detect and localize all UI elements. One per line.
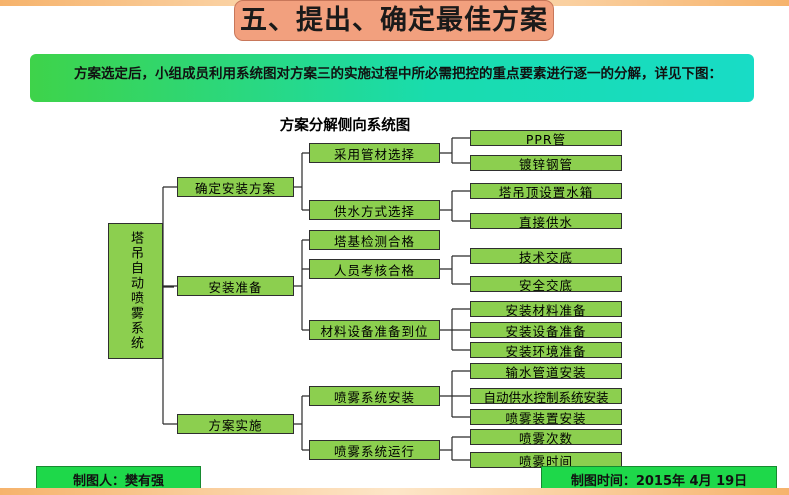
l3-node-ppr-pipe: PPR管 (470, 130, 622, 147)
l1-node-install-plan: 确定安装方案 (177, 177, 294, 197)
bottom-decorative-stripe (0, 488, 789, 495)
l3-node-equipment-prep: 安装设备准备 (470, 322, 622, 339)
l3-node-galvanized-pipe: 镀锌钢管 (470, 155, 622, 172)
date-label: 制图时间：2015年 4月 19日 (541, 466, 777, 492)
l2-node-water-supply: 供水方式选择 (309, 200, 440, 220)
l3-node-safety-briefing: 安全交底 (470, 276, 622, 293)
l2-node-material-ready: 材料设备准备到位 (309, 320, 440, 340)
l3-node-environment-prep: 安装环境准备 (470, 342, 622, 359)
l3-node-auto-control-install: 自动供水控制系统安装 (470, 388, 622, 405)
l3-node-top-water-tank: 塔吊顶设置水箱 (470, 183, 622, 200)
l3-node-tech-briefing: 技术交底 (470, 248, 622, 265)
l2-node-staff-assessment: 人员考核合格 (309, 259, 440, 279)
l1-node-implementation: 方案实施 (177, 414, 294, 434)
root-node: 塔吊自动喷雾系统 (108, 223, 163, 359)
intro-text: 方案选定后，小组成员利用系统图对方案三的实施过程中所必需把控的重点要素进行逐一的… (74, 66, 722, 82)
l2-node-spray-install: 喷雾系统安装 (309, 386, 440, 406)
l3-node-spray-count: 喷雾次数 (470, 429, 622, 446)
l2-node-pipe-selection: 采用管材选择 (309, 143, 440, 163)
l3-node-direct-supply: 直接供水 (470, 213, 622, 230)
l2-node-foundation-check: 塔基检测合格 (309, 230, 440, 250)
author-label: 制图人：樊有强 (36, 466, 201, 492)
diagram-title: 方案分解侧向系统图 (279, 118, 411, 134)
intro-banner (30, 54, 754, 102)
l3-node-spray-duration: 喷雾时间 (470, 452, 622, 469)
l3-node-nozzle-install: 喷雾装置安装 (470, 409, 622, 426)
l1-node-install-prep: 安装准备 (177, 276, 294, 296)
slide-title: 五、提出、确定最佳方案 (234, 0, 554, 41)
l3-node-material-prep: 安装材料准备 (470, 301, 622, 318)
l2-node-spray-operation: 喷雾系统运行 (309, 440, 440, 460)
l3-node-pipeline-install: 输水管道安装 (470, 363, 622, 380)
